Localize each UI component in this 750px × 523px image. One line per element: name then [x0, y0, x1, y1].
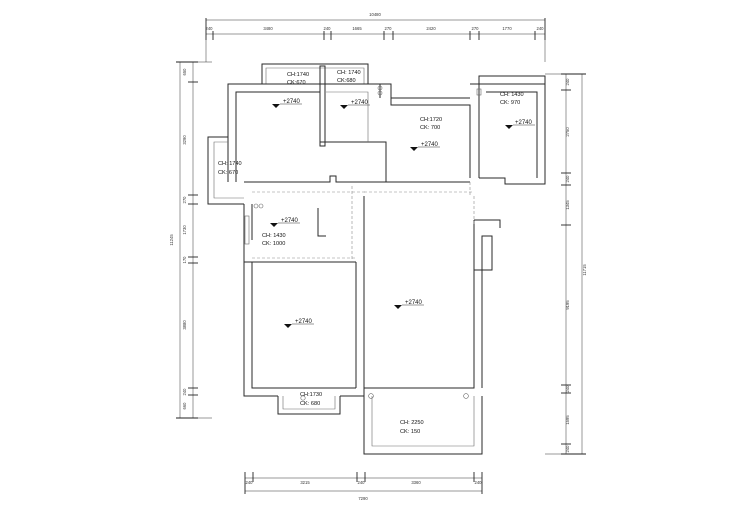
opening-ch-label: CH: 1430 [262, 233, 286, 239]
right-dim-6: 240 [565, 385, 570, 393]
right-dim-3: 240 [565, 175, 570, 183]
right-total-dimension: 11715 [582, 264, 587, 276]
left-dim-6: 3880 [182, 320, 187, 330]
top-dim-1: 240 [206, 26, 214, 31]
right-dimension-chain: 240 2750 240 1345 9195 240 1595 240 1171… [545, 73, 587, 455]
elevation-label: +2740 [405, 300, 423, 306]
opening-ck-label: CK: 680 [300, 401, 320, 407]
opening-ch-label: CH: 1740 [218, 161, 242, 167]
left-dimension-chain: 11245 650 3290 270 1730 170 3880 240 660 [169, 61, 212, 419]
opening-labels: CH:1740 CK:670 CH: 1740 CK:680 CH:1720 C… [218, 70, 524, 435]
elevation-marker: +2740 [270, 218, 300, 227]
top-dim-4: 1665 [352, 26, 362, 31]
top-total-dimension: 10480 [369, 12, 381, 17]
opening-ck-label: CK: 700 [420, 125, 440, 131]
opening-ck-label: CK: 670 [218, 170, 238, 176]
bottom-dim-1: 240 [246, 480, 254, 485]
top-dim-2: 3480 [263, 26, 273, 31]
top-dim-3: 240 [324, 26, 332, 31]
left-dim-5: 170 [182, 256, 187, 264]
elevation-marker: +2740 [284, 319, 314, 328]
top-dim-9: 240 [537, 26, 545, 31]
opening-ch-label: CH: 1430 [500, 92, 524, 98]
left-dim-7: 240 [182, 388, 187, 396]
opening-ch-label: CH:1730 [300, 392, 322, 398]
opening-ck-label: CK: 970 [500, 100, 520, 106]
right-dim-4: 1345 [565, 200, 570, 210]
opening-ch-label: CH:1720 [420, 117, 442, 123]
top-dim-6: 2420 [426, 26, 436, 31]
top-dim-5: 270 [385, 26, 393, 31]
elevation-label: +2740 [281, 218, 299, 224]
elevation-label: +2740 [351, 100, 369, 106]
right-dim-1: 240 [565, 78, 570, 86]
left-dim-2: 3290 [182, 135, 187, 145]
right-dim-2: 2750 [565, 127, 570, 137]
elevation-marker: +2740 [272, 99, 302, 108]
elevation-marker: +2740 [340, 100, 370, 109]
bottom-dim-2: 3215 [300, 480, 310, 485]
bottom-dim-4: 3360 [411, 480, 421, 485]
elevation-label: +2740 [515, 120, 533, 126]
right-dim-5: 9195 [565, 300, 570, 310]
opening-ch-label: CH: 2250 [400, 420, 424, 426]
opening-ck-label: CK:670 [287, 80, 306, 86]
bottom-total-dimension: 7290 [358, 496, 368, 501]
elevation-marker: +2740 [505, 120, 535, 129]
top-dimension-chain: 10480 240 3480 240 1665 270 2420 270 177… [206, 12, 546, 62]
left-total-dimension: 11245 [169, 234, 174, 246]
top-dim-7: 270 [472, 26, 480, 31]
elevation-label: +2740 [295, 319, 313, 325]
opening-ck-label: CK:680 [337, 78, 356, 84]
elevation-label: +2740 [421, 142, 439, 148]
walls [207, 63, 546, 455]
elevation-markers: +2740 +2740 +2740 +2740 +2740 +2740 [270, 99, 535, 328]
elevation-marker: +2740 [410, 142, 440, 151]
right-dim-8: 240 [565, 445, 570, 453]
opening-ck-label: CK: 150 [400, 429, 420, 435]
left-dim-4: 1730 [182, 225, 187, 235]
elevation-marker: +2740 [394, 300, 424, 309]
bottom-dimension-chain: 240 3215 240 3360 240 7290 [244, 472, 483, 501]
top-dim-8: 1770 [502, 26, 512, 31]
bottom-dim-3: 240 [358, 480, 366, 485]
opening-ch-label: CH: 1740 [337, 70, 361, 76]
left-dim-1: 650 [182, 68, 187, 76]
opening-ch-label: CH:1740 [287, 72, 309, 78]
elevation-label: +2740 [283, 99, 301, 105]
left-dim-8: 660 [182, 402, 187, 410]
opening-ck-label: CK: 1000 [262, 241, 285, 247]
left-dim-3: 270 [182, 196, 187, 204]
bottom-dim-5: 240 [475, 480, 483, 485]
right-dim-7: 1595 [565, 415, 570, 425]
